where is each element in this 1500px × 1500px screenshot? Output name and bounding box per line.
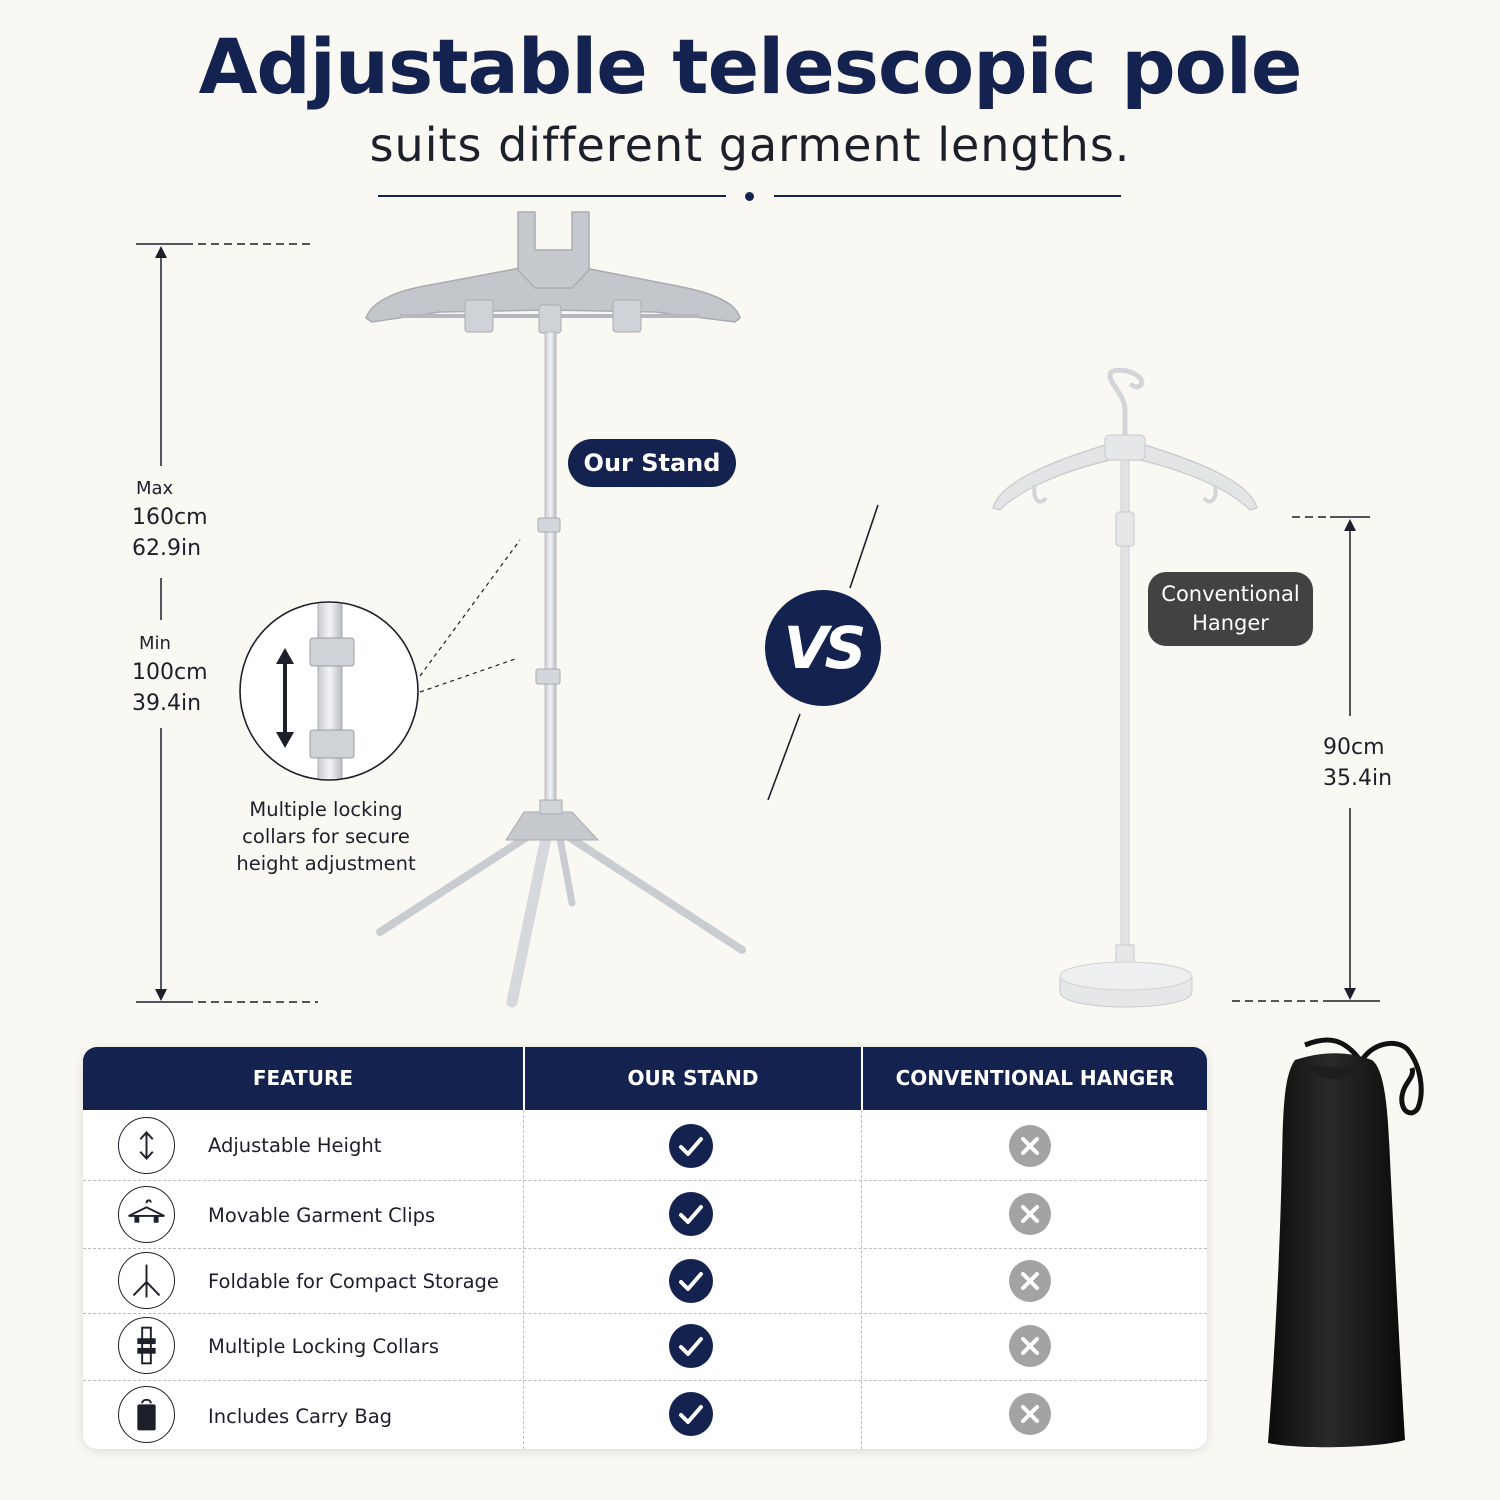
- row-divider: [83, 1313, 1207, 1314]
- header-divider: [861, 1047, 863, 1110]
- min-height-in: 39.4in: [132, 691, 202, 716]
- max-height-in: 62.9in: [132, 536, 202, 561]
- feature-label: Movable Garment Clips: [208, 1204, 436, 1227]
- caption-line: collars for secure: [242, 825, 410, 848]
- column-divider: [523, 1110, 524, 1449]
- min-height-cm: 100cm: [132, 660, 208, 685]
- check-icon: [669, 1392, 713, 1436]
- feature-label: Multiple Locking Collars: [208, 1335, 439, 1358]
- locking-collar-zoom-callout: [239, 539, 521, 781]
- caption-line: height adjustment: [236, 852, 416, 875]
- title-divider-right: [774, 195, 1121, 197]
- our-stand-badge: Our Stand: [568, 439, 736, 487]
- table-row: Multiple Locking Collars: [83, 1313, 1207, 1380]
- comparison-table: FEATURE OUR STAND CONVENTIONAL HANGER Ad…: [83, 1047, 1207, 1449]
- feature-label: Includes Carry Bag: [208, 1405, 393, 1428]
- row-divider: [83, 1380, 1207, 1381]
- feature-label: Adjustable Height: [208, 1134, 382, 1157]
- header-feature: FEATURE: [252, 1066, 354, 1090]
- conventional-hanger-badge: Conventional Hanger: [1148, 572, 1313, 646]
- vs-divider-top: [849, 504, 879, 589]
- vs-divider-bottom: [767, 713, 801, 801]
- header-divider: [523, 1047, 525, 1110]
- table-row: Movable Garment Clips: [83, 1180, 1207, 1248]
- cross-icon: [1009, 1125, 1051, 1167]
- badge-line: Hanger: [1192, 611, 1269, 635]
- max-height-dimension-line: [136, 243, 318, 1003]
- hanger-clips-icon: [118, 1186, 175, 1243]
- header-our-stand: OUR STAND: [627, 1066, 759, 1090]
- feature-label: Foldable for Compact Storage: [208, 1270, 499, 1293]
- locking-collar-caption: Multiple locking collars for secure heig…: [226, 796, 426, 877]
- cross-icon: [1009, 1325, 1051, 1367]
- carry-bag-icon: [118, 1386, 175, 1443]
- cross-icon: [1009, 1393, 1051, 1435]
- title-divider-left: [378, 195, 726, 197]
- page-title: Adjustable telescopic pole: [198, 22, 1303, 111]
- column-divider: [861, 1110, 862, 1449]
- header-conventional: CONVENTIONAL HANGER: [895, 1066, 1175, 1090]
- check-icon: [669, 1259, 713, 1303]
- our-stand-illustration: [365, 211, 746, 1008]
- conventional-height-dimension-line: [1232, 516, 1380, 1002]
- table-row: Adjustable Height: [83, 1110, 1207, 1180]
- caption-line: Multiple locking: [249, 798, 403, 821]
- cross-icon: [1009, 1193, 1051, 1235]
- check-icon: [669, 1192, 713, 1236]
- min-label: Min: [139, 633, 171, 654]
- conventional-hanger-illustration: [992, 367, 1258, 1008]
- conventional-height-in: 35.4in: [1323, 766, 1393, 791]
- vertical-arrows-icon: [118, 1117, 175, 1174]
- title-divider-dot: [745, 192, 754, 201]
- table-row: Foldable for Compact Storage: [83, 1248, 1207, 1313]
- check-icon: [669, 1324, 713, 1368]
- conventional-height-cm: 90cm: [1323, 735, 1385, 760]
- max-height-cm: 160cm: [132, 505, 208, 530]
- carry-bag-illustration: [1268, 1037, 1424, 1448]
- table-header: FEATURE OUR STAND CONVENTIONAL HANGER: [83, 1047, 1207, 1110]
- tripod-icon: [118, 1252, 175, 1309]
- locking-collar-icon: [118, 1317, 175, 1374]
- check-icon: [669, 1124, 713, 1168]
- row-divider: [83, 1248, 1207, 1249]
- page-subtitle: suits different garment lengths.: [369, 118, 1131, 172]
- max-label: Max: [136, 478, 174, 499]
- table-row: Includes Carry Bag: [83, 1380, 1207, 1449]
- versus-badge: VS: [765, 590, 881, 706]
- row-divider: [83, 1180, 1207, 1181]
- badge-line: Conventional: [1161, 582, 1300, 606]
- cross-icon: [1009, 1260, 1051, 1302]
